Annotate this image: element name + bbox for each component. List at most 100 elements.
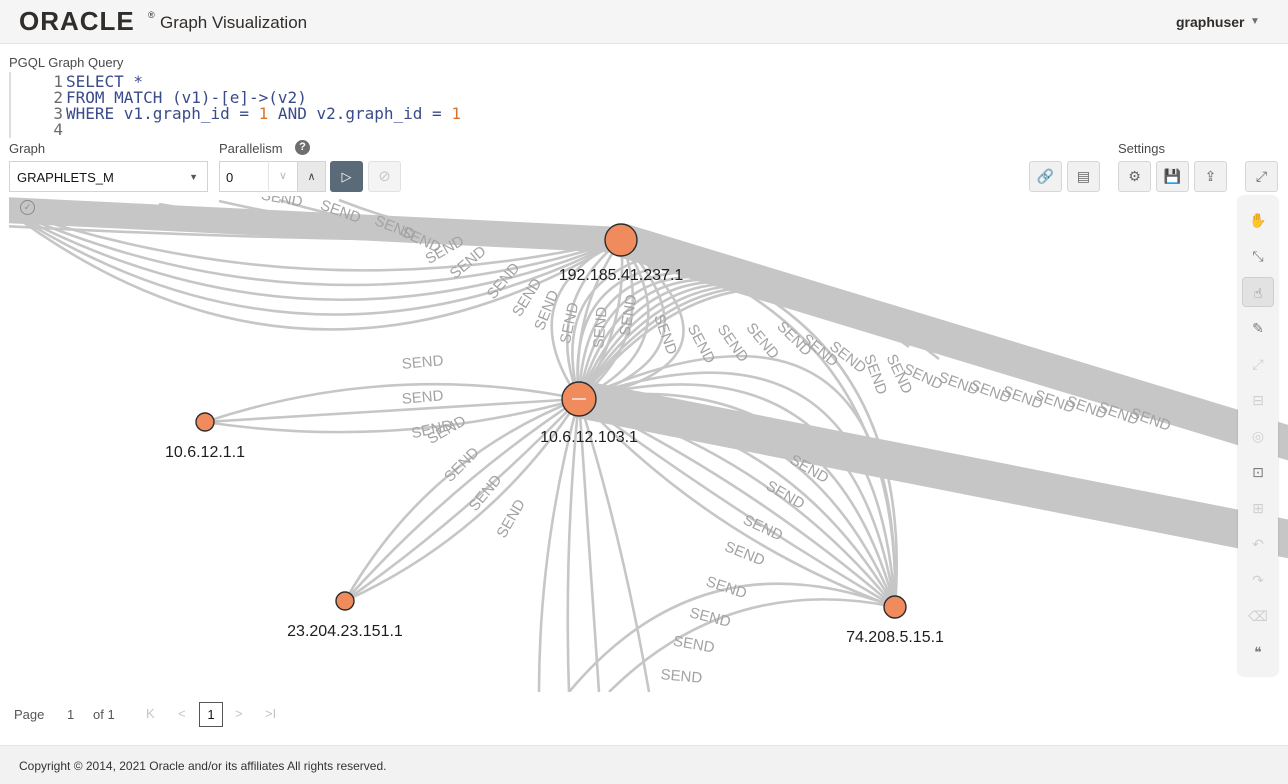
app-header: ORACLE ® Graph Visualization graphuser ▼: [0, 0, 1288, 44]
node-circle[interactable]: [195, 412, 215, 432]
edge-label: SEND: [557, 301, 582, 345]
edge: [204, 397, 580, 424]
help-icon[interactable]: ?: [295, 140, 310, 155]
graph-node[interactable]: 192.185.41.237.1: [559, 223, 684, 284]
graph-tool-13-icon[interactable]: ❝: [1254, 644, 1262, 660]
edge-label: SEND: [650, 312, 680, 357]
parallelism-label: Parallelism: [219, 141, 283, 156]
settings-button[interactable]: ⚙: [1118, 161, 1151, 192]
edge: [577, 398, 651, 692]
graph-tool-6-icon[interactable]: ⊟: [1252, 392, 1264, 408]
app-title: Graph Visualization: [160, 13, 308, 32]
graph-tool-2-icon[interactable]: ⤡: [1252, 248, 1264, 264]
edge: [537, 398, 581, 692]
next-page-icon[interactable]: >: [235, 706, 243, 721]
edge: [578, 239, 685, 401]
edge: [9, 208, 622, 272]
node-circle[interactable]: [335, 591, 355, 611]
edge: [577, 280, 820, 400]
decrement-button[interactable]: ∨: [268, 161, 297, 192]
edge: [568, 582, 896, 692]
edge: [577, 270, 730, 400]
line-number: 4: [53, 120, 63, 139]
node-label: 10.6.12.1.1: [165, 444, 245, 461]
graph-node[interactable]: 23.204.23.151.1: [287, 591, 403, 640]
graph-tool-5-icon[interactable]: ⤢: [1252, 356, 1264, 372]
user-menu[interactable]: graphuser: [1176, 14, 1245, 30]
graph-node[interactable]: 10.6.12.103.1: [540, 381, 638, 446]
edge-layer: [9, 197, 1288, 692]
graph-tool-8-icon[interactable]: ⊡: [1252, 464, 1264, 480]
graph-tool-10-icon[interactable]: ↶: [1252, 536, 1264, 552]
graph-tool-1-icon[interactable]: ✋: [1249, 212, 1267, 228]
code-line[interactable]: 4: [11, 122, 66, 138]
edge-label: SEND: [401, 387, 444, 408]
node-circle[interactable]: [604, 223, 638, 257]
code-token: WHERE v1.graph_id =: [66, 104, 259, 123]
edge: [577, 284, 880, 400]
oracle-logo: ORACLE: [19, 6, 135, 36]
graph-node[interactable]: 74.208.5.15.1: [846, 595, 944, 646]
edge-label: SEND: [763, 477, 808, 513]
save-button[interactable]: 💾: [1156, 161, 1189, 192]
run-query-button[interactable]: ▷: [330, 161, 363, 192]
table-view-button[interactable]: ▤: [1067, 161, 1100, 192]
line-number: 1: [53, 72, 63, 91]
edge: [578, 397, 897, 608]
page-number-button[interactable]: 1: [199, 702, 223, 727]
edge: [578, 397, 896, 609]
chevron-down-icon: ▼: [189, 172, 198, 182]
export-button[interactable]: ⇪: [1194, 161, 1227, 192]
edge: [608, 598, 896, 692]
edge: [577, 287, 940, 400]
node-label: 74.208.5.15.1: [846, 629, 944, 646]
graph-tool-9-icon[interactable]: ⊞: [1252, 500, 1264, 516]
edge: [566, 398, 581, 692]
edge: [578, 383, 897, 608]
graph-toolbar: ✋ ⤡ ☝ ✎ ⤢ ⊟ ◎ ⊡ ⊞ ↶ ↷ ⌫ ❝: [1238, 196, 1278, 676]
fullscreen-button[interactable]: ⤢: [1245, 161, 1278, 192]
graph-node[interactable]: 10.6.12.1.1: [165, 412, 245, 461]
graph-tool-3-icon[interactable]: ☝: [1242, 277, 1274, 307]
link-button[interactable]: 🔗: [1029, 161, 1062, 192]
node-circle[interactable]: [883, 595, 907, 619]
caret-down-icon[interactable]: ▼: [1250, 16, 1260, 27]
edge: [620, 238, 898, 608]
increment-button[interactable]: ∧: [297, 161, 326, 192]
edge: [9, 209, 622, 316]
registered-mark: ®: [148, 10, 155, 20]
cancel-query-button[interactable]: ⊘: [368, 161, 401, 192]
settings-label: Settings: [1118, 141, 1165, 156]
graph-select[interactable]: GRAPHLETS_M ▼: [9, 161, 208, 192]
edge-label: SEND: [684, 321, 719, 366]
graph-tool-11-icon[interactable]: ↷: [1252, 572, 1264, 588]
edge: [577, 398, 601, 692]
edge: [578, 392, 897, 608]
page-count: of 1: [93, 707, 115, 722]
edge: [620, 238, 897, 608]
graph-tool-4-icon[interactable]: ✎: [1252, 320, 1264, 336]
edge: [571, 249, 670, 400]
last-page-icon[interactable]: >I: [265, 706, 277, 721]
graph-tool-12-icon[interactable]: ⌫: [1248, 608, 1268, 624]
edge-band: [575, 380, 1288, 559]
check-status-icon: ✓: [20, 200, 35, 215]
graph-tool-7-icon[interactable]: ◎: [1251, 428, 1265, 444]
query-label: PGQL Graph Query: [9, 55, 124, 70]
page-input[interactable]: 1: [67, 707, 75, 722]
previous-page-icon[interactable]: <: [178, 706, 186, 721]
edge: [344, 397, 580, 602]
edge: [576, 261, 700, 400]
edge-band: [616, 223, 1288, 461]
first-page-icon[interactable]: K: [146, 706, 155, 721]
edge: [9, 209, 622, 301]
graph-select-value: GRAPHLETS_M: [17, 170, 114, 185]
edge-label: SEND: [401, 352, 444, 373]
edge: [578, 397, 896, 608]
